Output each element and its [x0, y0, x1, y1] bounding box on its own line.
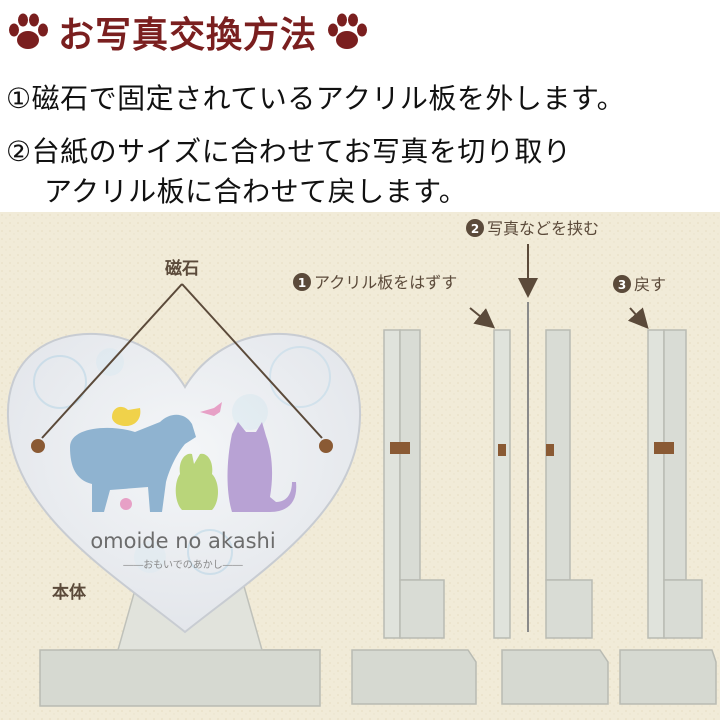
step-label-text: 写真などを挟む — [487, 219, 599, 238]
step-label-2: 2 写真などを挟む — [466, 219, 599, 298]
step-label-text: アクリル板をはずす — [314, 273, 457, 292]
acrylic-panel — [647, 329, 665, 639]
magnet-block — [546, 444, 554, 456]
magnet-pointer-left — [41, 283, 183, 439]
body-foot — [545, 579, 593, 639]
body-panel — [663, 329, 687, 581]
step-number-badge — [466, 219, 484, 237]
magnet-label: 磁石 — [165, 258, 199, 279]
stand-base-front — [39, 649, 321, 707]
header: お写真交換方法 ①磁石で固定されているアクリル板を外します。 ②台紙のサイズに合… — [0, 0, 720, 212]
acrylic-panel — [493, 329, 511, 639]
bird-silhouette — [200, 402, 222, 416]
squirrel-silhouette — [112, 406, 141, 426]
step-number-badge — [613, 275, 631, 293]
step-3-arrow — [627, 307, 649, 329]
page-title: お写真交換方法 — [58, 15, 318, 56]
small-animal-silhouette — [120, 498, 132, 510]
animal-silhouettes — [70, 402, 297, 512]
step-1-arrow — [469, 307, 496, 329]
magnet-right — [319, 439, 333, 453]
step-2-text: ②台紙のサイズに合わせてお写真を切り取り — [6, 135, 572, 168]
brand-sub-text: ――おもいでのあかし―― — [123, 559, 243, 571]
step-number-badge — [293, 273, 311, 291]
side-view-separated — [493, 302, 609, 705]
step-label-text: 戻す — [634, 275, 666, 294]
paw-icon — [9, 13, 48, 49]
body-foot — [399, 579, 445, 639]
cat-silhouette — [227, 422, 297, 512]
title-row: お写真交換方法 — [6, 4, 369, 60]
step-number: 3 — [618, 278, 626, 292]
step-label-1: 1 アクリル板をはずす — [293, 273, 496, 329]
step-number: 2 — [471, 222, 479, 236]
body-label: 本体 — [52, 582, 87, 603]
magnet-block — [654, 442, 674, 454]
dog-silhouette — [70, 414, 196, 512]
step-label-3: 3 戻す — [613, 275, 666, 329]
step-number: 1 — [298, 276, 306, 290]
paw-icon — [328, 13, 368, 49]
acrylic-panel — [383, 329, 401, 639]
magnet-block — [390, 442, 410, 454]
heart-frame: omoide no akashi ――おもいでのあかし―― — [6, 332, 362, 634]
step-1-text: ①磁石で固定されているアクリル板を外します。 — [6, 82, 626, 115]
magnet-pointer-right — [181, 283, 323, 439]
step-2-continued-text: アクリル板に合わせて戻します。 — [44, 175, 468, 208]
body-foot — [663, 579, 703, 639]
body-panel — [399, 329, 421, 581]
magnet-block — [498, 444, 506, 456]
illustration: omoide no akashi ――おもいでのあかし―― 磁石 本体 1 アク — [0, 212, 720, 720]
rabbit-silhouette — [175, 453, 218, 510]
base-block — [619, 649, 717, 705]
base-block — [351, 649, 477, 705]
bokeh-circles — [33, 346, 331, 575]
base-block — [501, 649, 609, 705]
side-view-assembled — [351, 329, 477, 705]
magnet-left — [31, 439, 45, 453]
brand-main-text: omoide no akashi — [90, 529, 275, 553]
side-view-returned — [619, 329, 717, 705]
